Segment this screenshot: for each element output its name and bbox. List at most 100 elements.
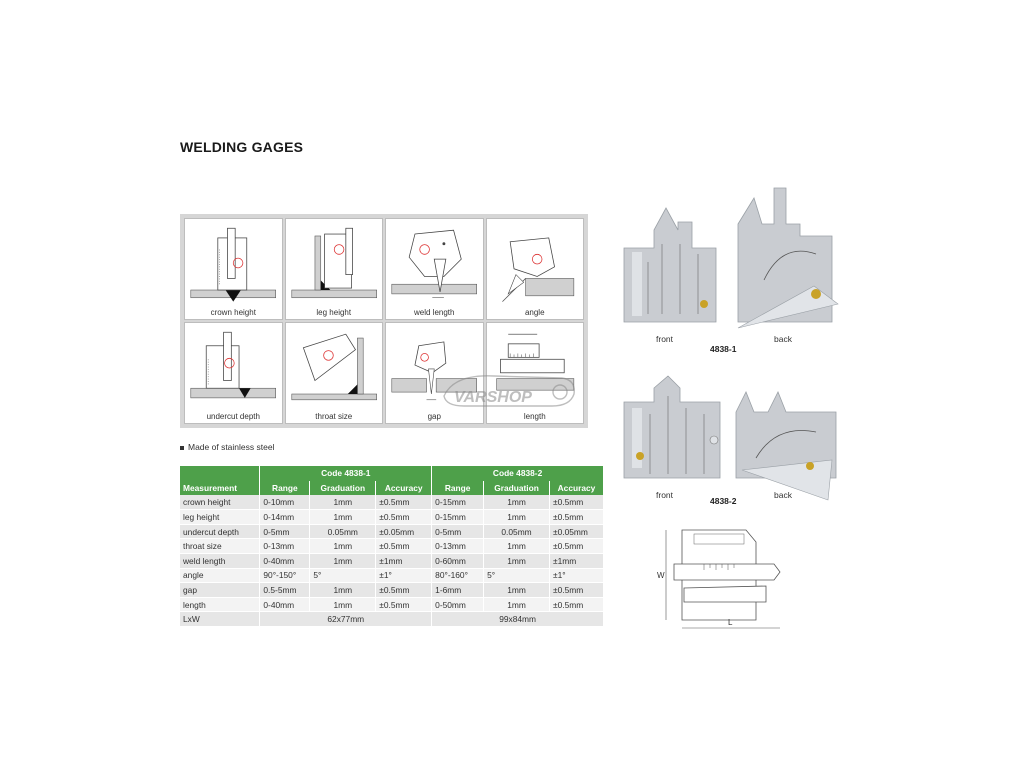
material-note: Made of stainless steel — [180, 442, 274, 452]
gauge-4838-1-front-photo — [623, 207, 717, 323]
product-code-4838-2: 4838-2 — [710, 496, 737, 506]
table-cell: 0.05mm — [483, 524, 550, 540]
table-cell: 0-13mm — [431, 538, 485, 555]
table-cell: weld length — [180, 553, 261, 569]
diagram-throat-size: throat size — [284, 322, 383, 424]
usage-diagram-panel: crown height leg height weld l — [180, 214, 588, 428]
table-cell: 0-40mm — [259, 553, 311, 569]
table-cell: 0.5-5mm — [259, 582, 311, 598]
table-cell: ±1mm — [549, 553, 605, 569]
table-cell: 0-10mm — [259, 495, 311, 511]
table-cell: 1mm — [309, 495, 377, 511]
table-cell: 0-14mm — [259, 509, 311, 525]
column-header: Range — [259, 480, 311, 496]
table-row: length 0-40mm 1mm ±0.5mm 0-50mm 1mm ±0.5… — [180, 597, 605, 613]
diagram-label: gap — [427, 412, 441, 421]
gap-illustration — [391, 341, 477, 401]
diagram-gap: gap — [385, 322, 484, 424]
table-row: throat size 0-13mm 1mm ±0.5mm 0-13mm 1mm… — [180, 538, 605, 555]
table-cell: ±1° — [375, 568, 433, 584]
material-note-text: Made of stainless steel — [188, 442, 275, 452]
diagram-label: leg height — [316, 308, 352, 317]
diagram-label: throat size — [315, 412, 353, 421]
gauge-4838-2-back-photo — [735, 391, 837, 501]
table-row: gap 0.5-5mm 1mm ±0.5mm 1-6mm 1mm ±0.5mm — [180, 582, 605, 598]
angle-illustration — [501, 237, 574, 302]
table-cell: 0.05mm — [309, 524, 377, 540]
table-cell: 5° — [309, 568, 377, 584]
throat-size-illustration — [291, 333, 377, 401]
gauge-4838-1-back-photo — [737, 187, 839, 329]
column-header: Range — [431, 480, 485, 496]
undercut-depth-illustration — [190, 331, 276, 399]
table-cell: 1mm — [309, 509, 377, 525]
diagram-label: length — [523, 412, 546, 421]
table-cell: undercut depth — [180, 524, 261, 540]
table-cell: 0-50mm — [431, 597, 485, 613]
table-cell: ±1° — [549, 568, 605, 584]
diagram-angle: angle — [485, 218, 584, 320]
specification-table: Code 4838-1 Code 4838-2 Measurement Rang… — [180, 466, 605, 628]
table-cell: 1mm — [309, 582, 377, 598]
table-cell: 1mm — [483, 597, 550, 613]
bullet-square-icon — [180, 445, 184, 450]
table-cell: 1mm — [309, 553, 377, 569]
diagram-label: angle — [524, 308, 545, 317]
caption-back: back — [774, 490, 792, 500]
usage-diagram-grid: crown height leg height weld l — [184, 218, 584, 424]
table-cell: ±0.5mm — [549, 597, 605, 613]
column-header: Graduation — [483, 480, 550, 496]
table-cell: ±0.05mm — [549, 524, 605, 540]
table-cell: 1mm — [309, 538, 377, 555]
page-title: WELDING GAGES — [180, 139, 304, 155]
caption-back: back — [774, 334, 792, 344]
column-header: Accuracy — [375, 480, 433, 496]
table-row: angle 90°-150° 5° ±1° 80°-160° 5° ±1° — [180, 568, 605, 584]
length-illustration — [495, 333, 574, 391]
width-dimension-label: W — [657, 571, 665, 580]
diagram-weld-length: weld length — [385, 218, 484, 320]
caption-front: front — [656, 334, 674, 344]
table-cell: 0-60mm — [431, 553, 485, 569]
table-cell: ±0.5mm — [549, 582, 605, 598]
table-cell: 5° — [483, 568, 550, 584]
table-row: leg height 0-14mm 1mm ±0.5mm 0-15mm 1mm … — [180, 509, 605, 525]
column-header: Accuracy — [549, 480, 605, 496]
table-cell: crown height — [180, 495, 261, 511]
diagram-undercut-depth: undercut depth — [184, 322, 283, 424]
gauge-4838-2-front-photo — [623, 375, 721, 479]
table-cell: ±0.5mm — [375, 597, 433, 613]
table-cell: ±0.5mm — [375, 495, 433, 511]
diagram-crown-height: crown height — [184, 218, 283, 320]
table-group-header-row: Code 4838-1 Code 4838-2 — [180, 466, 604, 481]
watermark-text: VARSHOP — [454, 389, 532, 406]
table-cell: ±0.5mm — [549, 538, 605, 555]
table-cell: 80°-160° — [431, 568, 485, 584]
diagram-leg-height: leg height — [284, 218, 383, 320]
table-column-header-row: Measurement Range Graduation Accuracy Ra… — [180, 480, 605, 496]
table-cell: ±1mm — [375, 553, 433, 569]
shop-watermark-logo: VARSHOP — [443, 375, 575, 407]
diagram-label: undercut depth — [206, 412, 260, 421]
diagram-label: crown height — [210, 308, 256, 317]
table-row: crown height 0-10mm 1mm ±0.5mm 0-15mm 1m… — [180, 495, 605, 511]
diagram-label: weld length — [414, 308, 455, 317]
crown-height-illustration — [190, 227, 276, 302]
group-header-code-4838-2: Code 4838-2 — [431, 466, 604, 481]
table-cell: ±0.5mm — [375, 509, 433, 525]
table-row: weld length 0-40mm 1mm ±1mm 0-60mm 1mm ±… — [180, 553, 605, 569]
table-group-header-blank — [180, 466, 261, 481]
weld-length-illustration — [391, 229, 477, 298]
product-code-4838-1: 4838-1 — [710, 344, 737, 354]
column-header: Graduation — [309, 480, 377, 496]
table-cell: 1mm — [483, 495, 550, 511]
table-cell: 1mm — [483, 582, 550, 598]
table-row-size: LxW 62x77mm 99x84mm — [180, 611, 604, 628]
table-cell: ±0.05mm — [375, 524, 433, 540]
group-header-code-4838-1: Code 4838-1 — [259, 466, 433, 481]
table-cell: angle — [180, 568, 261, 584]
table-cell: 99x84mm — [431, 611, 604, 628]
table-cell: ±0.5mm — [375, 538, 433, 555]
table-cell: ±0.5mm — [549, 495, 605, 511]
diagram-length: length — [485, 322, 584, 424]
